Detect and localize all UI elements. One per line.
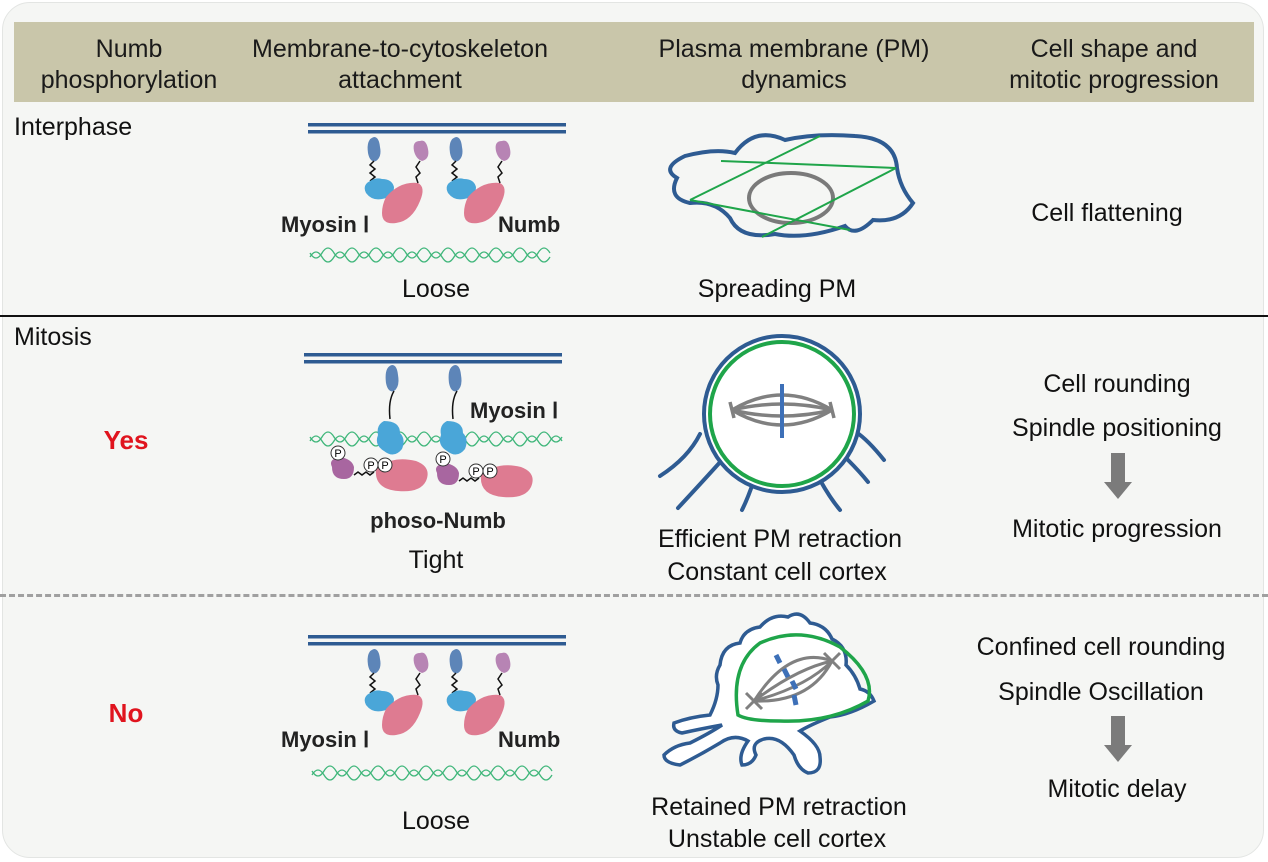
phase-label-interphase: Interphase [14,113,133,141]
cell-cortex [708,340,856,488]
svg-text:P: P [381,460,388,472]
attachment-caption-tight: Tight [408,546,464,574]
svg-text:P: P [334,448,341,460]
outcome-spindle-oscillation: Spindle Oscillation [998,678,1204,706]
outcome-cell-rounding: Cell rounding [1043,370,1191,398]
header-numb-phosphorylation: Numb phosphorylation [40,35,218,94]
pm-caption-unstable: Unstable cell cortex [667,825,887,853]
pm-caption-efficient: Efficient PM retraction [657,525,903,553]
attachment-caption-loose: Loose [401,275,471,303]
actin-filament [311,765,553,781]
phoso-numb-label: phoso-Numb [370,508,506,533]
phospho-numb: P P P [330,445,428,492]
table-header: Numb phosphorylation Membrane-to-cytoske… [14,22,1254,102]
header-pm-dynamics: Plasma membrane (PM) dynamics [658,35,930,94]
membrane-bilayer [308,635,566,646]
chromosomes [773,653,799,706]
outcome-mitotic-progression: Mitotic progression [1012,515,1222,543]
actin-filament [309,247,551,263]
row-divider-solid [0,315,1268,317]
row-divider-dashed [0,594,1268,597]
pm-caption-spreading: Spreading PM [697,275,857,303]
attachment-diagram-loose-2 [308,635,566,781]
myosin-bound-actin [439,365,467,455]
actin-filament [309,431,563,447]
cell-cortex [734,633,872,723]
mitotic-spindle [744,651,842,711]
pm-caption-constant: Constant cell cortex [667,558,887,586]
numb-label: Numb [498,727,561,752]
rounded-cell-diagram [658,334,886,512]
membrane-bilayer [308,123,566,134]
plasma-membrane-irregular [662,612,877,775]
myosin-label: Myosin Ⅰ [281,727,370,752]
svg-text:P: P [367,460,374,472]
phosphorylation-yes: Yes [103,425,149,455]
myosin-numb-complex [446,137,511,224]
myosin-numb-complex [364,137,429,224]
irregular-mitotic-cell-diagram [662,612,877,775]
stress-fibers [689,135,897,238]
down-arrow-icon [1104,453,1132,499]
spreading-cell-diagram [668,133,916,238]
nucleus [747,171,835,225]
svg-text:P: P [486,466,493,478]
phase-label-mitosis: Mitosis [14,323,92,351]
myosin-label: Myosin Ⅰ [470,398,559,423]
myosin-label: Myosin Ⅰ [281,212,370,237]
header-cell-shape: Cell shape and mitotic progression [1009,35,1219,94]
svg-text:P: P [472,466,479,478]
attachment-caption-loose: Loose [401,807,471,835]
numb-label: Numb [498,212,561,237]
myosin-bound-actin [376,365,404,455]
phosphorylation-no: No [108,698,144,728]
outcome-cell-flattening: Cell flattening [1031,199,1183,227]
header-attachment: Membrane-to-cytoskeleton attachment [252,35,548,94]
outcome-mitotic-delay: Mitotic delay [1047,775,1187,803]
svg-text:P: P [439,454,446,466]
attachment-diagram-loose-1 [308,123,566,263]
membrane-bilayer [304,353,562,364]
myosin-numb-complex [364,649,429,736]
plasma-membrane-outline [668,133,916,238]
myosin-numb-complex [446,649,511,736]
phospho-numb: P P P [435,451,533,498]
pm-caption-retained: Retained PM retraction [651,793,907,821]
attachment-diagram-tight: P P P P P P [304,353,563,498]
outcome-confined-rounding: Confined cell rounding [976,633,1226,661]
down-arrow-icon [1104,716,1132,762]
outcome-spindle-positioning: Spindle positioning [1012,414,1222,442]
